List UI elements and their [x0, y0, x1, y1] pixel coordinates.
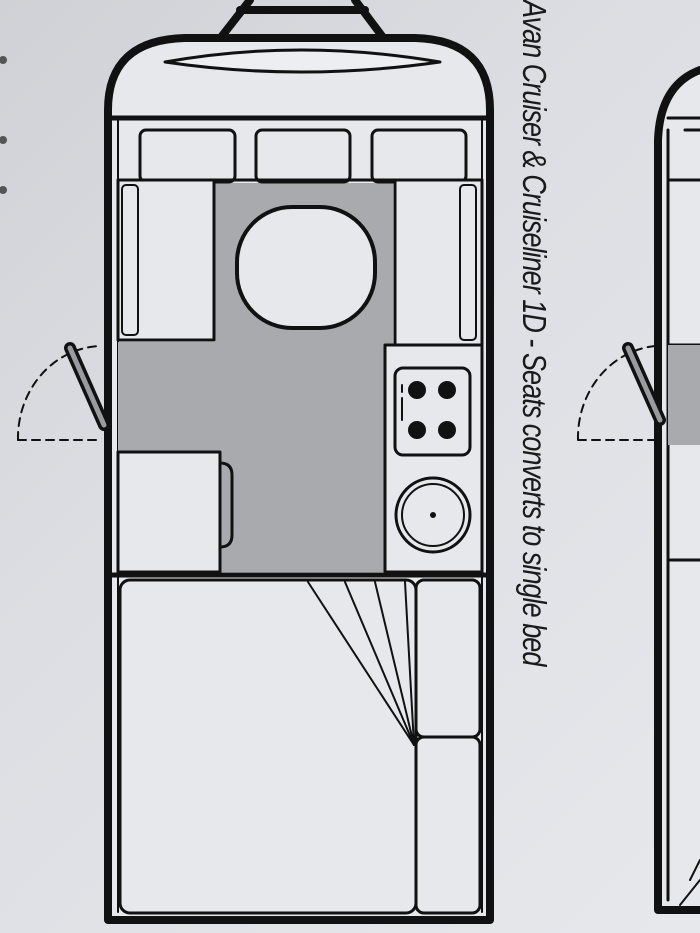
bed-fold-lines [307, 581, 415, 746]
front-cushion [138, 128, 237, 184]
sink [394, 476, 472, 554]
table [235, 205, 377, 330]
side-seat [414, 578, 482, 739]
front-cushion [254, 128, 352, 184]
right-backrest [459, 184, 477, 341]
hob [393, 366, 472, 457]
side-seat [414, 735, 482, 915]
hob-burners [408, 381, 456, 439]
front-cushion [370, 128, 468, 184]
adjacent-plan [654, 66, 700, 914]
door-swing [16, 345, 101, 441]
bed [118, 578, 418, 915]
kitchen-unit [383, 343, 484, 574]
left-backrest [121, 184, 139, 336]
left-seat [116, 178, 216, 342]
front-window [163, 48, 442, 74]
left-edge-marks [0, 56, 7, 194]
plan-caption: Avan Cruiser & Cruiseliner 1D - Seats co… [516, 0, 553, 666]
left-unit [116, 450, 222, 574]
drawbar [218, 0, 386, 40]
right-seat [393, 178, 484, 347]
